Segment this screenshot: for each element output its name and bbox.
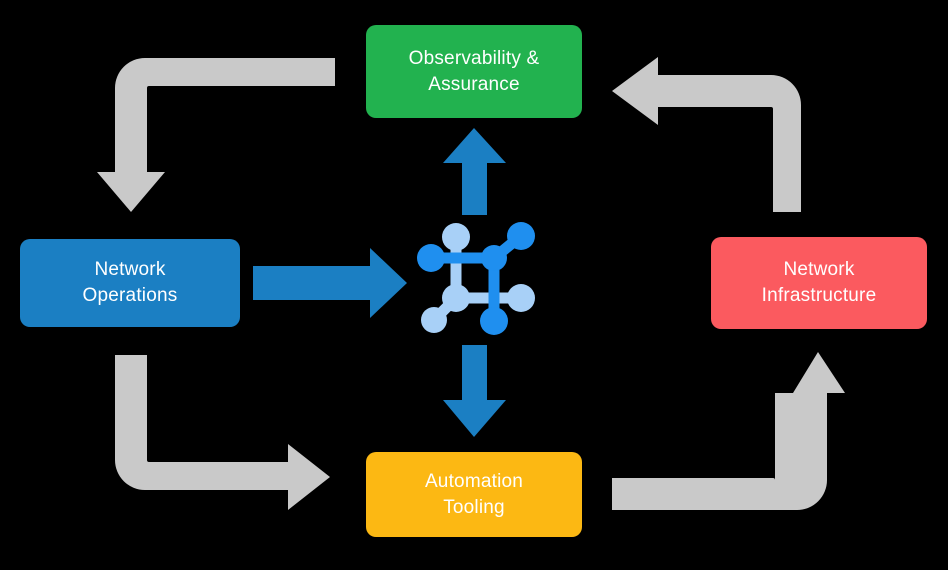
network-topology-icon: [417, 222, 535, 335]
icon-node-center: [481, 245, 507, 271]
icon-node-right: [507, 284, 535, 312]
node-observability-assurance[interactable]: Observability & Assurance: [366, 25, 582, 118]
node-infrastructure-label: Network Infrastructure: [761, 259, 877, 306]
icon-node-left: [417, 244, 445, 272]
node-operations-label: Network Operations: [82, 259, 178, 306]
node-observability-label: Observability & Assurance: [408, 47, 540, 95]
arrow-center-to-automation: [443, 345, 506, 437]
icon-node-bottom-left: [421, 307, 447, 333]
arrow-center-to-observability: [443, 128, 506, 215]
arrow-infrastructure-to-observability: [612, 57, 801, 212]
icon-node-top-right: [507, 222, 535, 250]
arrow-observability-to-operations: [97, 58, 335, 212]
node-network-operations[interactable]: Network Operations: [20, 239, 240, 327]
node-network-infrastructure[interactable]: Network Infrastructure: [711, 237, 927, 329]
icon-node-top-left: [442, 223, 470, 251]
node-automation-label: Automation Tooling: [424, 470, 524, 518]
node-automation-tooling[interactable]: Automation Tooling: [366, 452, 582, 537]
icon-node-bottom: [480, 307, 508, 335]
arrow-operations-to-center: [253, 248, 407, 318]
arrow-operations-to-automation: [115, 355, 330, 510]
icon-node-mid-left: [442, 284, 470, 312]
arrow-automation-to-infrastructure: [612, 352, 845, 510]
